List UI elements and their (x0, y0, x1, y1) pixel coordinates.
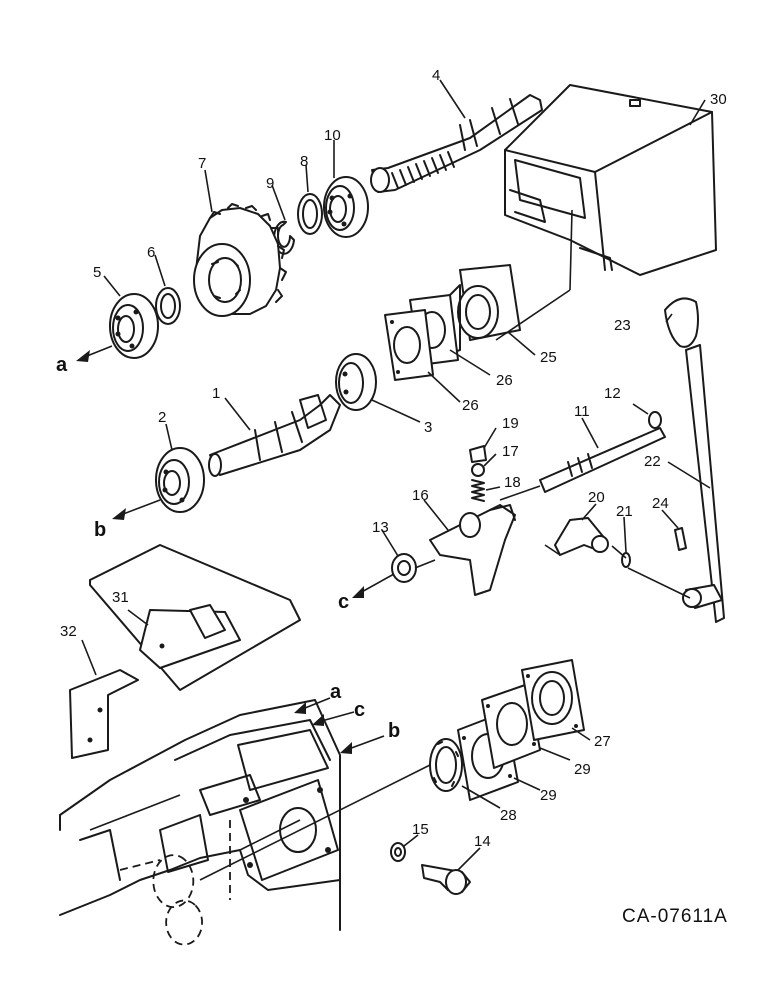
callout-18: 18 (504, 474, 521, 491)
callout-leaders (81, 79, 711, 871)
part-10-bearing (323, 176, 369, 238)
part-32-bracket (69, 669, 139, 759)
reference-b-upper: b (94, 519, 106, 541)
callout-12: 12 (604, 385, 621, 402)
transmission-case (59, 699, 341, 946)
part-7-gear (193, 203, 287, 317)
callout-23: 23 (614, 317, 631, 334)
part-3-bearing (335, 353, 377, 411)
callout-3: 3 (424, 419, 432, 436)
part-30-cover (504, 84, 717, 276)
part-27-housing (521, 659, 585, 741)
part-31-plate (89, 544, 301, 691)
callout-21: 21 (616, 503, 633, 520)
part-19-plug (469, 445, 487, 463)
part-1-input-shaft (208, 394, 341, 477)
callout-29a: 29 (574, 761, 591, 778)
part-18-spring (471, 479, 485, 502)
callout-labels: 1 2 3 4 5 6 7 8 9 10 11 12 13 14 15 16 1… (56, 67, 728, 927)
callout-9: 9 (266, 175, 274, 192)
reference-b-lower: b (388, 720, 400, 742)
callout-2: 2 (158, 409, 166, 426)
callout-30: 30 (710, 91, 727, 108)
callout-6: 6 (147, 244, 155, 261)
part-11-shift-rod (539, 427, 666, 493)
part-24-pin (674, 527, 687, 551)
reference-arrows (76, 345, 395, 754)
reference-a-lower: a (330, 681, 342, 703)
callout-22: 22 (644, 453, 661, 470)
part-22-shift-lever (682, 344, 725, 623)
part-4-output-shaft (370, 94, 543, 193)
part-15-washer (390, 842, 406, 862)
callout-4: 4 (432, 67, 440, 84)
part-21-o-ring (621, 552, 631, 568)
callout-24: 24 (652, 495, 669, 512)
callout-15: 15 (412, 821, 429, 838)
part-2-bearing (155, 447, 205, 513)
callout-26b: 26 (462, 397, 479, 414)
callout-11: 11 (574, 403, 590, 420)
callout-16: 16 (412, 487, 429, 504)
callout-13: 13 (372, 519, 389, 536)
case-leader-lines (89, 764, 431, 881)
callout-7: 7 (198, 155, 206, 172)
callout-19: 19 (502, 415, 519, 432)
callout-14: 14 (474, 833, 491, 850)
part-17-ball (471, 463, 485, 477)
part-6-ring (155, 287, 181, 325)
part-8-spacer (297, 193, 323, 235)
part-28-seal (429, 738, 463, 792)
reference-c-upper: c (338, 591, 349, 613)
part-13-bushing (391, 553, 417, 583)
part-16-shift-fork (429, 504, 516, 596)
callout-20: 20 (588, 489, 605, 506)
callout-29b: 29 (540, 787, 557, 804)
callout-27: 27 (594, 733, 611, 750)
part-20-lever-arm (554, 517, 609, 556)
part-29-gasket-inner (481, 683, 541, 769)
callout-10: 10 (324, 127, 341, 144)
callout-28: 28 (500, 807, 517, 824)
callout-31: 31 (112, 589, 129, 606)
part-14-plug (421, 864, 471, 895)
callout-1: 1 (212, 385, 220, 402)
part-5-bearing (109, 293, 159, 359)
callout-8: 8 (300, 153, 308, 170)
part-26-gasket-lower (384, 309, 434, 381)
callout-17: 17 (502, 443, 519, 460)
part-23-knob (664, 297, 699, 348)
callout-25: 25 (540, 349, 557, 366)
callout-26a: 26 (496, 372, 513, 389)
reference-a-upper: a (56, 354, 68, 376)
reference-c-lower: c (354, 699, 365, 721)
part-12-o-ring (648, 411, 662, 429)
callout-5: 5 (93, 264, 101, 281)
callout-32: 32 (60, 623, 77, 640)
drawing-code: CA-07611A (622, 906, 728, 927)
